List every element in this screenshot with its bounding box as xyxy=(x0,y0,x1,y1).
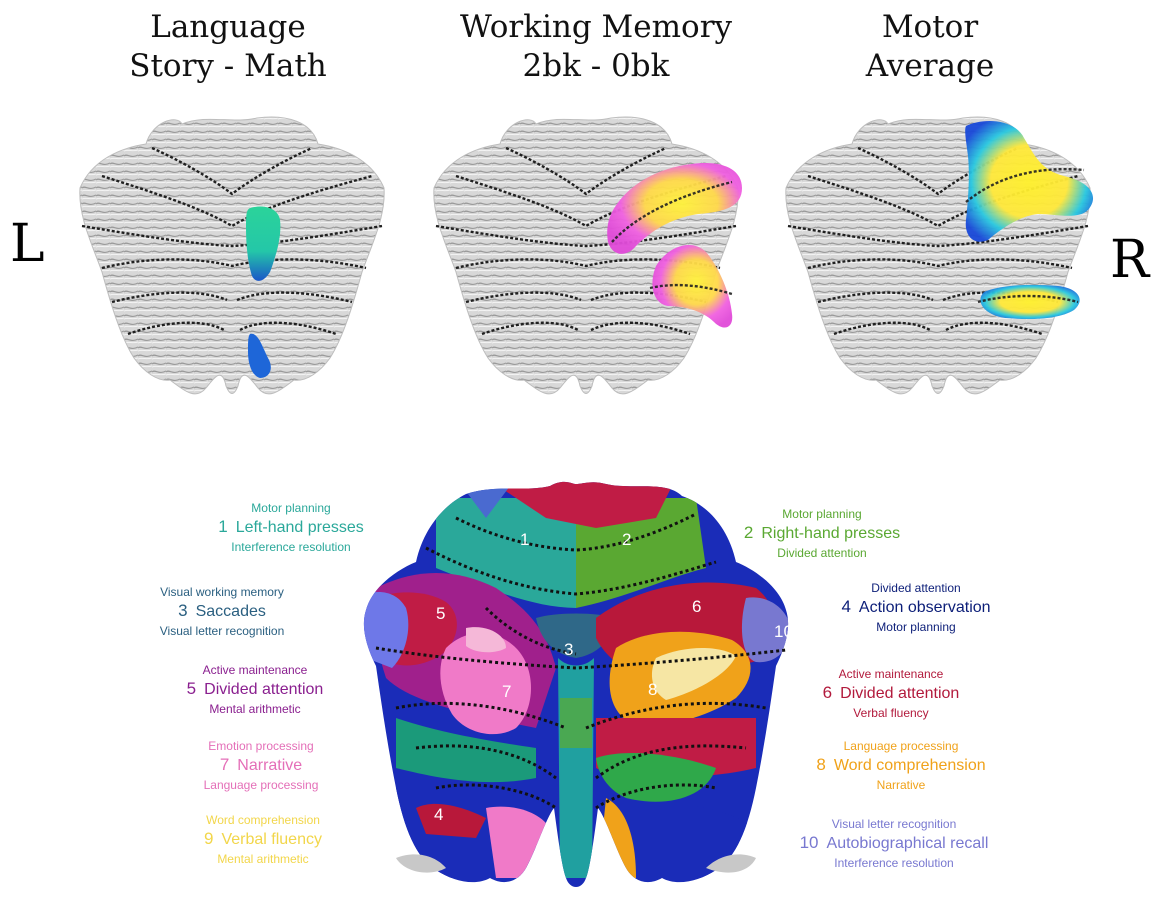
legend-7-num: 7 xyxy=(220,754,229,776)
left-hemisphere-marker: L xyxy=(10,214,45,274)
title-wm-line1: Working Memory xyxy=(436,8,756,47)
region-label-8: 8 xyxy=(648,680,657,699)
legend-7-top: Emotion processing xyxy=(166,738,356,754)
title-language: Language Story - Math xyxy=(68,8,388,86)
legend-3-bottom: Visual letter recognition xyxy=(112,623,332,639)
legend-5-top: Active maintenance xyxy=(160,662,350,678)
legend-3-num: 3 xyxy=(178,600,187,622)
title-motor-line1: Motor xyxy=(770,8,1090,47)
legend-4-top: Divided attention xyxy=(816,580,1016,596)
title-wm-line2: 2bk - 0bk xyxy=(436,47,756,86)
legend-3-main: Saccades xyxy=(196,603,266,620)
legend-6-main: Divided attention xyxy=(840,685,959,702)
title-language-line2: Story - Math xyxy=(68,47,388,86)
legend-10: Visual letter recognition 10 Autobiograph… xyxy=(776,816,1012,871)
title-motor-line2: Average xyxy=(770,47,1090,86)
legend-1: Motor planning 1 Left-hand presses Interf… xyxy=(196,500,386,555)
legend-9-main: Verbal fluency xyxy=(221,831,322,848)
region-label-5: 5 xyxy=(436,604,445,623)
title-motor: Motor Average xyxy=(770,8,1090,86)
region-label-3: 3 xyxy=(564,640,573,659)
legend-6-bottom: Verbal fluency xyxy=(796,705,986,721)
region-label-4: 4 xyxy=(434,805,443,824)
flatmap-motor xyxy=(768,106,1108,406)
legend-4: Divided attention 4 Action observation Mo… xyxy=(816,580,1016,635)
legend-6: Active maintenance 6 Divided attention Ve… xyxy=(796,666,986,721)
title-working-memory: Working Memory 2bk - 0bk xyxy=(436,8,756,86)
region-label-7: 7 xyxy=(502,682,511,701)
legend-8-top: Language processing xyxy=(796,738,1006,754)
legend-1-top: Motor planning xyxy=(196,500,386,516)
legend-8-num: 8 xyxy=(816,754,825,776)
legend-8-bottom: Narrative xyxy=(796,777,1006,793)
legend-5: Active maintenance 5 Divided attention Me… xyxy=(160,662,350,717)
legend-10-main: Autobiographical recall xyxy=(827,835,989,852)
legend-10-top: Visual letter recognition xyxy=(776,816,1012,832)
legend-10-bottom: Interference resolution xyxy=(776,855,1012,871)
region-label-6: 6 xyxy=(692,597,701,616)
region-label-1: 1 xyxy=(520,530,529,549)
legend-9: Word comprehension 9 Verbal fluency Menta… xyxy=(168,812,358,867)
legend-2-bottom: Divided attention xyxy=(724,545,920,561)
title-language-line1: Language xyxy=(68,8,388,47)
legend-6-num: 6 xyxy=(823,682,832,704)
legend-6-top: Active maintenance xyxy=(796,666,986,682)
legend-2-main: Right-hand presses xyxy=(761,525,900,542)
legend-1-num: 1 xyxy=(218,516,227,538)
legend-3: Visual working memory 3 Saccades Visual l… xyxy=(112,584,332,639)
legend-9-top: Word comprehension xyxy=(168,812,358,828)
legend-7: Emotion processing 7 Narrative Language p… xyxy=(166,738,356,793)
legend-7-bottom: Language processing xyxy=(166,777,356,793)
region-label-10: 10 xyxy=(774,622,793,641)
activation-blob-motor-inferior xyxy=(980,285,1079,319)
legend-9-num: 9 xyxy=(204,828,213,850)
legend-5-bottom: Mental arithmetic xyxy=(160,701,350,717)
legend-1-main: Left-hand presses xyxy=(236,519,364,536)
flatmap-working-memory xyxy=(416,106,756,406)
legend-2-num: 2 xyxy=(744,522,753,544)
legend-4-main: Action observation xyxy=(859,599,991,616)
flatmap-language xyxy=(62,106,402,406)
region-label-2: 2 xyxy=(622,530,631,549)
legend-3-top: Visual working memory xyxy=(112,584,332,600)
legend-10-num: 10 xyxy=(800,832,819,854)
legend-7-main: Narrative xyxy=(237,757,302,774)
legend-8-main: Word comprehension xyxy=(834,757,986,774)
legend-5-num: 5 xyxy=(187,678,196,700)
legend-4-bottom: Motor planning xyxy=(816,619,1016,635)
legend-1-bottom: Interference resolution xyxy=(196,539,386,555)
legend-9-bottom: Mental arithmetic xyxy=(168,851,358,867)
right-hemisphere-marker: R xyxy=(1110,230,1149,290)
legend-2-top: Motor planning xyxy=(724,506,920,522)
legend-4-num: 4 xyxy=(841,596,850,618)
legend-2: Motor planning 2 Right-hand presses Divid… xyxy=(724,506,920,561)
legend-5-main: Divided attention xyxy=(204,681,323,698)
